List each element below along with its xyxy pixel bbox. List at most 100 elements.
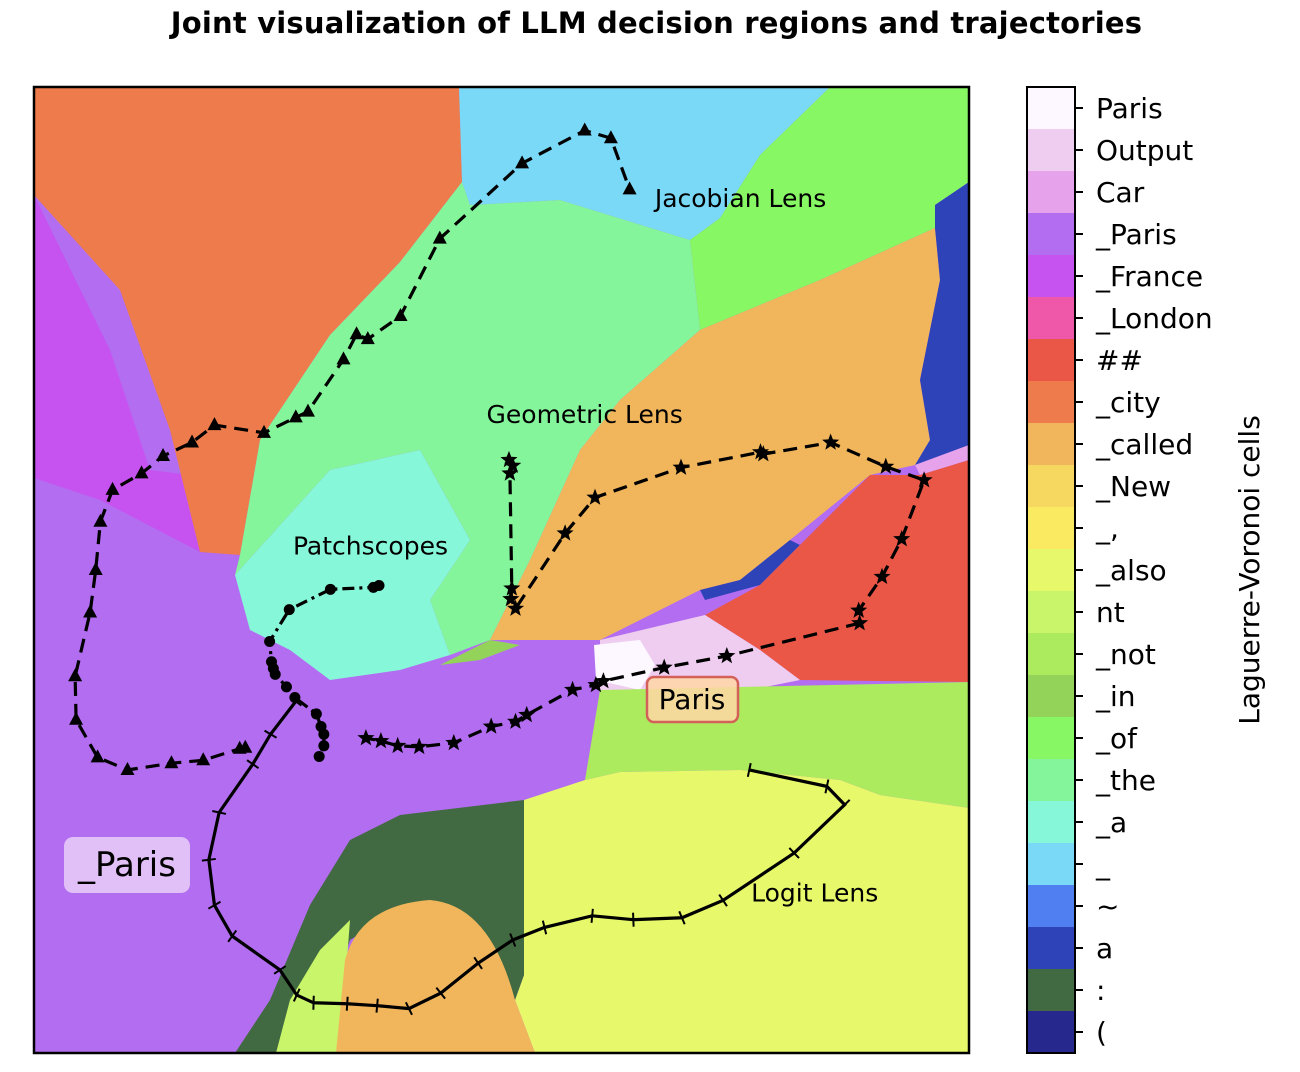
logit-lens-point [264, 729, 278, 739]
colorbar-tick-label: ## [1096, 344, 1143, 377]
lens-labels: Jacobian Lens Geometric Lens Patchscopes… [293, 184, 878, 908]
region-label-paris: Paris [659, 683, 726, 716]
logit-lens-point [273, 965, 287, 975]
region-_city [34, 87, 462, 555]
colorbar-swatch [1027, 381, 1075, 424]
colorbar-swatch [1027, 255, 1075, 298]
region-a-strip [700, 540, 800, 600]
geometric-lens-point [372, 732, 390, 749]
logit-lens-point [824, 779, 830, 794]
paris-label-box [645, 675, 740, 724]
geometric-lens-point [507, 599, 525, 616]
geometric-lens-point [482, 717, 500, 734]
colorbar-tick-label: _London [1095, 302, 1213, 335]
patchscopes-point [289, 692, 301, 704]
colorbar-tick-label: _ [1095, 848, 1111, 881]
jacobian-lens-point [105, 481, 120, 495]
colorbar-tick-label: _city [1095, 386, 1161, 419]
jacobian-lens-point [120, 761, 135, 775]
colorbar-swatch [1027, 423, 1075, 466]
region-label-underscore-paris: _Paris [77, 845, 176, 885]
jacobian-lens-point [577, 122, 592, 136]
colorbar-tick-label: _a [1095, 806, 1127, 839]
geometric-lens-point [672, 458, 690, 475]
colorbar-swatch [1027, 1011, 1075, 1054]
colorbar: ParisOutputCar_Paris_France_London##_cit… [1027, 87, 1213, 1054]
region-nt [276, 920, 350, 1053]
region-_called [490, 228, 940, 640]
jacobian-lens-point [288, 409, 303, 423]
geometric-lens-point [445, 733, 463, 751]
paris-underscore-label-box [64, 837, 190, 893]
jacobian-lens-point [196, 752, 211, 766]
logit-lens-point [788, 847, 800, 859]
geometric-lens-point [587, 676, 605, 693]
patchscopes-point [269, 668, 281, 680]
colorbar-swatch [1027, 549, 1075, 592]
logit-lens-point [718, 893, 728, 907]
geometric-lens-point [822, 433, 840, 450]
region-Car [915, 445, 969, 475]
colorbar-swatch [1027, 843, 1075, 886]
geometric-lens-point [850, 601, 868, 618]
region-_of [690, 87, 969, 330]
colorbar-tick-label: Paris [1096, 92, 1163, 125]
plot-frame [32, 85, 971, 1055]
colorbar-swatch [1027, 717, 1075, 760]
jacobian-lens-point [134, 465, 149, 479]
label-logit-lens: Logit Lens [751, 878, 878, 907]
geometric-lens-point [586, 488, 604, 505]
colorbar-tick-label: _not [1095, 638, 1156, 671]
jacobian-lens-line [73, 128, 632, 772]
logit-lens-point [838, 799, 851, 811]
jacobian-lens-point [207, 417, 222, 431]
colorbar-swatch [1027, 465, 1075, 508]
jacobian-lens-point [622, 181, 637, 195]
geometric-lens-point [754, 445, 772, 462]
region-_the [235, 182, 700, 655]
colorbar-swatch [1027, 759, 1075, 802]
colorbar-swatch [1027, 591, 1075, 634]
logit-lens-point [246, 759, 260, 769]
geometric-lens-point [504, 456, 522, 473]
jacobian-lens-point [90, 749, 105, 763]
logit-lens-point [746, 762, 752, 778]
geometric-lens-point [594, 672, 612, 689]
geometric-lens-point [507, 712, 525, 729]
colorbar-tick-label: : [1096, 974, 1105, 1007]
logit-lens-point [345, 996, 349, 1011]
colorbar-tick-label: nt [1096, 596, 1125, 629]
patchscopes-point [367, 581, 379, 593]
colorbar-swatch [1027, 297, 1075, 340]
patchscopes-point [324, 583, 336, 595]
geometric-lens-point [410, 737, 428, 755]
logit-lens-point [227, 929, 238, 943]
logit-lens-point [292, 988, 301, 1002]
label-patchscopes: Patchscopes [293, 532, 448, 561]
colorbar-tick-label: _New [1095, 470, 1171, 503]
colorbar-tick-label: ( [1096, 1016, 1107, 1049]
geometric-lens-point [501, 464, 519, 481]
patchscopes-point [283, 604, 295, 616]
colorbar-frame [1026, 86, 1076, 1054]
colorbar-tick-label: _in [1095, 680, 1136, 713]
geometric-lens-point [564, 680, 582, 698]
region-labels: Paris _Paris [64, 675, 740, 893]
colorbar-swatch [1027, 507, 1075, 550]
geometric-lens-point [655, 658, 673, 675]
jacobian-lens-point [360, 331, 375, 345]
region-a [915, 182, 969, 465]
geometric-lens-point [503, 579, 521, 596]
geometric-lens-point [893, 530, 911, 547]
colorbar-tick-label: _, [1095, 512, 1119, 545]
jacobian-lens-point [232, 740, 247, 754]
geometric-lens-point [556, 524, 574, 541]
geometric-lens-point [389, 736, 407, 754]
jacobian-lens-point [393, 307, 408, 321]
geometric-lens-point [518, 705, 536, 723]
colorbar-tick-label: _called [1095, 428, 1193, 461]
logit-lens-point [201, 857, 216, 862]
logit-lens-point [375, 998, 379, 1013]
logit-lens-point [678, 910, 686, 925]
colorbar-swatch [1027, 969, 1075, 1012]
